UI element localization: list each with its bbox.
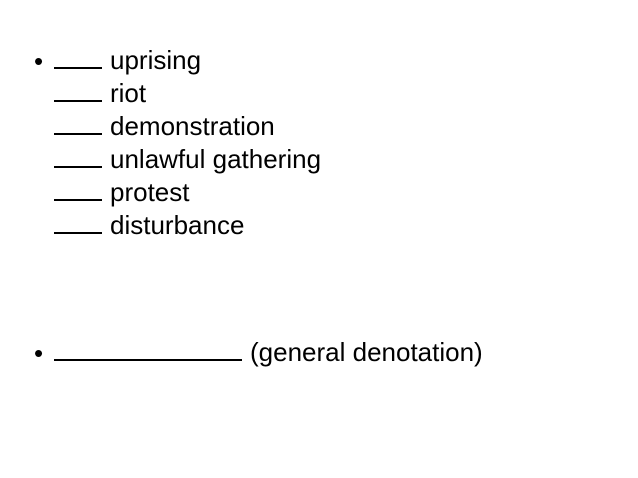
list-item: unlawful gathering — [54, 143, 321, 176]
term-label: protest — [110, 177, 190, 207]
blank-line-general-denotation[interactable] — [54, 337, 242, 361]
term-label: demonstration — [110, 111, 275, 141]
term-label: riot — [110, 78, 147, 108]
list-item: riot — [54, 77, 321, 110]
list-item: uprising — [54, 44, 321, 77]
blank-line-riot[interactable] — [54, 78, 102, 102]
blank-line-demonstration[interactable] — [54, 111, 102, 135]
blank-line-protest[interactable] — [54, 177, 102, 201]
bullet-marker-icon: • — [34, 46, 44, 76]
bullet-marker-icon: • — [34, 338, 44, 368]
list-item: protest — [54, 176, 321, 209]
list-item: demonstration — [54, 110, 321, 143]
term-label: unlawful gathering — [110, 144, 322, 174]
term-label: disturbance — [110, 210, 245, 240]
blank-line-uprising[interactable] — [54, 45, 102, 69]
general-denotation-row: (general denotation) — [54, 336, 483, 369]
term-label: uprising — [110, 45, 202, 75]
bullet-general-denotation: • (general denotation) — [34, 336, 483, 370]
general-denotation-body: (general denotation) — [54, 336, 483, 369]
fill-in-list: uprising riot demonstration unlawful gat… — [54, 44, 321, 242]
bullet-ranking-list: • uprising riot demonstration unlawf — [34, 44, 321, 242]
general-denotation-label: (general denotation) — [250, 337, 483, 367]
blank-line-disturbance[interactable] — [54, 210, 102, 234]
list-item: disturbance — [54, 209, 321, 242]
ranking-list-body: uprising riot demonstration unlawful gat… — [54, 44, 321, 242]
blank-line-unlawful-gathering[interactable] — [54, 144, 102, 168]
